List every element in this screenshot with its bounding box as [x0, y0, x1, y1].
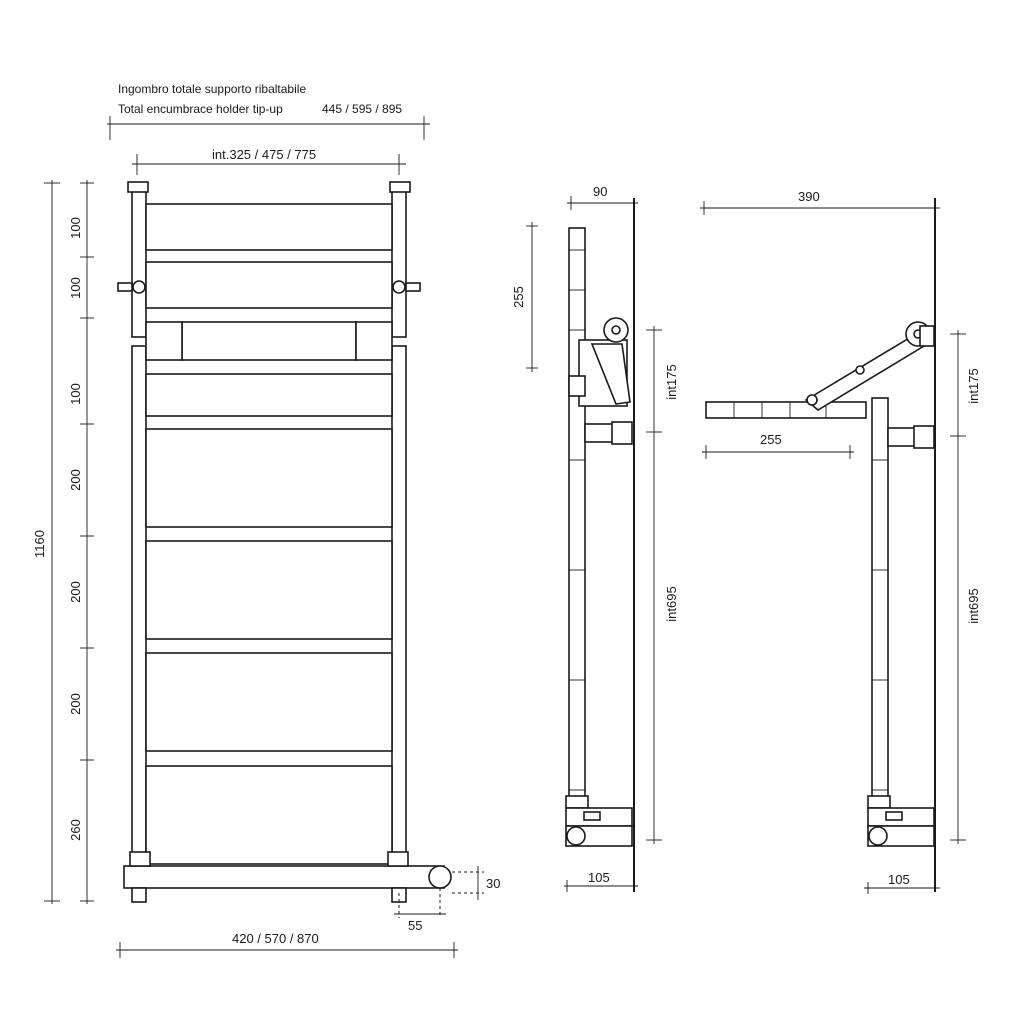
dim-side-open-bar: 255 [760, 432, 782, 447]
dim-side-open-depth-top-line [700, 201, 940, 215]
dim-height-1: 100 [68, 217, 83, 239]
dim-pitch-line [80, 180, 94, 904]
dim-height-5: 200 [68, 581, 83, 603]
header-total-dim: 445 / 595 / 895 [322, 102, 402, 116]
dim-height-6: 200 [68, 693, 83, 715]
dim-side-closed-int-top: int175 [664, 364, 679, 399]
dim-side-open-bar-line [702, 445, 854, 459]
dim-pipe-offset: 55 [408, 918, 422, 933]
dim-side-closed-depth-top: 90 [593, 184, 607, 199]
header-note-it: Ingombro totale supporto ribaltabile [118, 82, 306, 96]
dim-height-7: 260 [68, 819, 83, 841]
dim-height-total: 1160 [32, 530, 47, 558]
dim-pipe-depth-line [452, 866, 484, 900]
dim-interaxis-line [132, 154, 406, 175]
dim-height-total-line [44, 180, 60, 904]
dim-side-open-int-main: int695 [966, 588, 981, 623]
dim-pipe-offset-line [394, 888, 446, 918]
dim-side-open-depth-bottom: 105 [888, 872, 910, 887]
dim-side-closed-depth-bottom-line [564, 880, 638, 892]
dim-interaxis-label: int.325 / 475 / 775 [212, 147, 316, 162]
dim-side-closed-bracket-line [526, 222, 538, 372]
header-note-en: Total encumbrace holder tip-up [118, 102, 283, 116]
dim-side-open-int-top: int175 [966, 368, 981, 403]
front-view [117, 181, 452, 903]
dim-width-line [116, 942, 458, 958]
side-view-open [705, 198, 936, 892]
dim-side-open-int-line [950, 330, 966, 844]
dim-height-3: 100 [68, 383, 83, 405]
dim-pipe-depth: 30 [486, 876, 500, 891]
dim-width: 420 / 570 / 870 [232, 931, 319, 946]
dim-side-closed-int-line [646, 326, 662, 844]
dim-side-closed-int-main: int695 [664, 586, 679, 621]
side-view-closed [565, 198, 635, 892]
dim-height-2: 100 [68, 277, 83, 299]
dim-side-closed-depth-top-line [567, 196, 638, 210]
dim-side-closed-depth-bottom: 105 [588, 870, 610, 885]
dim-total-encumbrance [107, 116, 430, 140]
dim-height-4: 200 [68, 469, 83, 491]
dim-side-open-depth-bottom-line [864, 882, 940, 894]
dim-side-closed-bracket: 255 [511, 286, 526, 308]
dim-side-open-depth-top: 390 [798, 189, 820, 204]
